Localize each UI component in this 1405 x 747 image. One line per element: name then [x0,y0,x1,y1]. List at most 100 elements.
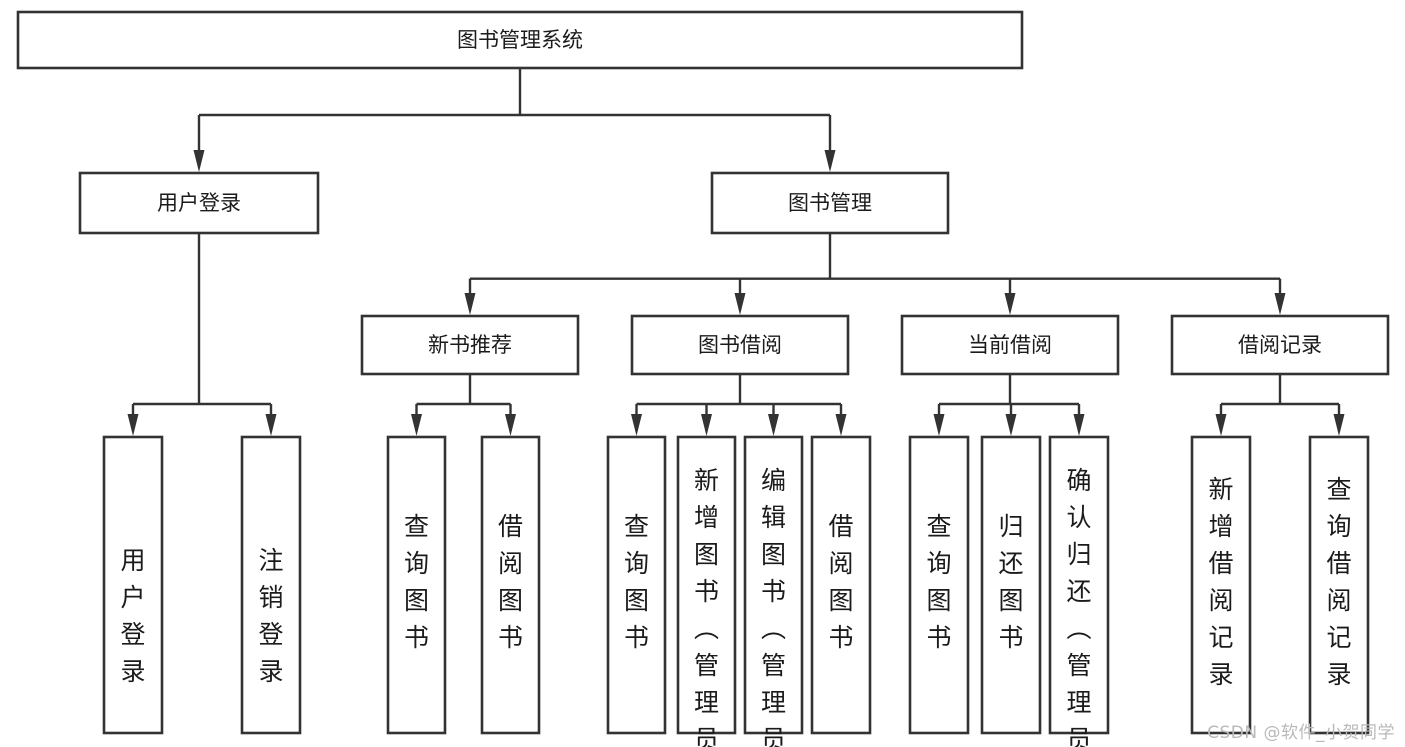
node-label: 图 [498,586,523,615]
arrow-head-icon [835,414,847,436]
node-label: 图 [694,540,719,569]
node-label: 书 [828,623,853,652]
node-label: 图书管理 [788,191,872,215]
node-label: 图 [404,586,429,615]
node-label: 询 [624,549,649,578]
node-label: 还 [1066,577,1091,606]
node-borrow-record: 借阅记录 [1170,314,1390,376]
node-label: 借 [1208,549,1233,578]
node-label: ︵ [1066,614,1091,643]
node-label: 询 [404,549,429,578]
arrow-head-icon [193,150,205,172]
node-label: 书 [998,623,1023,652]
node-label: 归 [1066,540,1091,569]
node-label: 确 [1066,466,1091,495]
arrow-head-icon [1004,293,1016,315]
node-label: 图 [926,586,951,615]
node-label: ︵ [761,614,786,643]
node-label: 询 [1326,512,1351,541]
node-label: 阅 [1326,586,1351,615]
node-layer: 图书管理系统用户登录图书管理新书推荐图书借阅当前借阅借阅记录用户登录注销登录查询… [16,10,1390,747]
arrow-head-icon [1274,293,1286,315]
node-label: 理 [1066,688,1091,717]
node-label: 员 [761,725,786,747]
arrow-head-icon [933,414,945,436]
arrow-head-icon [631,414,642,436]
node-label: 录 [120,657,145,686]
arrow-head-icon [701,414,712,436]
node-label: 图 [998,586,1023,615]
arrow-head-icon [411,414,422,436]
node-book-manage: 图书管理 [710,171,950,235]
arrow-head-icon [734,293,746,315]
node-current-borrow: 当前借阅 [900,314,1120,376]
node-label: 认 [1066,503,1091,532]
node-label: 查 [404,512,429,541]
node-label: 员 [694,725,719,747]
node-label: 借阅记录 [1238,333,1322,357]
arrow-head-icon [1333,414,1345,436]
node-label: 书 [926,623,951,652]
node-label: 查 [926,512,951,541]
node-label: 归 [998,512,1023,541]
node-label: 户 [120,583,145,612]
node-label: 书 [404,623,429,652]
node-label: 图 [828,586,853,615]
node-label: 书 [761,577,786,606]
node-label: 辑 [761,503,786,532]
node-label: 书 [694,577,719,606]
node-label: 登 [258,620,283,649]
node-label: 还 [998,549,1023,578]
node-label: 注 [258,546,283,575]
node-label: 查 [624,512,649,541]
node-label: 图书借阅 [698,333,782,357]
arrow-head-icon [505,414,516,436]
node-label: 借 [1326,549,1351,578]
arrow-head-icon [265,414,277,436]
node-label: 图书管理系统 [457,28,583,52]
arrow-head-icon [1215,414,1227,436]
node-label: 当前借阅 [968,333,1052,357]
node-label: 管 [694,651,719,680]
node-label: 图 [761,540,786,569]
node-label: 新书推荐 [428,333,512,357]
node-label: 销 [258,583,283,612]
node-label: 录 [258,657,283,686]
node-user-login: 用户登录 [78,171,320,235]
node-label: 阅 [1208,586,1233,615]
node-label: 记 [1208,623,1233,652]
node-label: 书 [624,623,649,652]
arrow-head-icon [464,293,476,315]
node-label: 增 [1208,512,1233,541]
arrow-head-icon [127,414,139,436]
node-label: 用 [120,546,145,575]
node-label: 理 [761,688,786,717]
node-label: 新 [694,466,719,495]
connector-layer [127,68,1345,436]
arrow-head-icon [824,150,836,172]
arrow-head-icon [1073,414,1085,436]
node-label: 理 [694,688,719,717]
node-label: 阅 [828,549,853,578]
node-label: 录 [1326,660,1351,689]
node-label: ︵ [694,614,719,643]
node-label: 增 [694,503,719,532]
arrow-head-icon [1005,414,1017,436]
node-label: 询 [926,549,951,578]
node-leaf-user-login: 用户登录 [102,435,164,735]
node-label: 阅 [498,549,523,578]
node-label: 图 [624,586,649,615]
arrow-head-icon [768,414,779,436]
node-root: 图书管理系统 [16,10,1024,70]
